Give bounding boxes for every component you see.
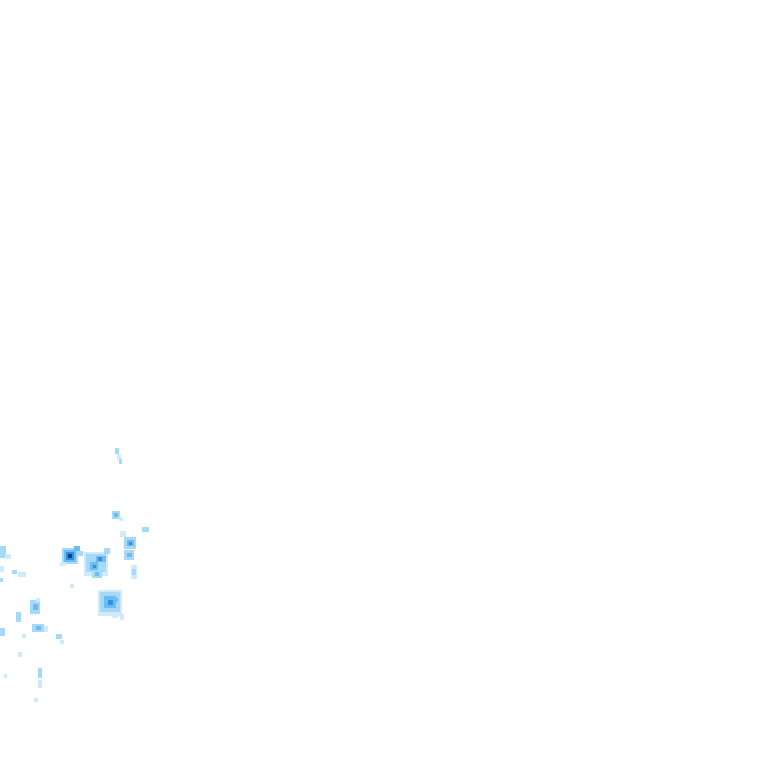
radar-echo-pixel: [112, 612, 118, 618]
echo-cluster-southern: [98, 590, 124, 620]
radar-echo-pixel: [36, 626, 41, 630]
radar-echo-pixel: [129, 542, 132, 545]
radar-echo-pixel: [44, 626, 48, 632]
radar-echo-pixel: [0, 578, 3, 582]
radar-echo-pixel: [70, 584, 74, 588]
radar-echo-pixel: [38, 668, 42, 678]
radar-echo-pixel: [104, 548, 110, 554]
echo-cluster-central: [84, 548, 110, 578]
radar-echo-pixel: [119, 459, 122, 464]
echo-cell-east: [120, 527, 149, 579]
radar-echo-pixel: [142, 527, 149, 532]
radar-echo-pixel: [119, 517, 123, 521]
radar-echo-pixel: [18, 652, 22, 657]
radar-echo-pixel: [132, 569, 136, 575]
radar-echo-pixel: [117, 454, 121, 460]
radar-echo-pixel: [60, 562, 66, 566]
radar-echo-pixel: [114, 598, 118, 602]
radar-echo-pixel: [93, 565, 96, 568]
radar-echo-pixel: [34, 698, 38, 702]
radar-echo-pixel: [60, 640, 64, 644]
radar-echo-pixel: [127, 553, 132, 557]
radar-echo-pixel: [78, 551, 83, 556]
radar-echo-pixel: [36, 598, 40, 602]
radar-echo-pixel: [95, 572, 99, 576]
radar-echo-pixel: [108, 600, 113, 605]
radar-echo-pixel: [56, 634, 62, 639]
radar-echo-pixel: [38, 680, 42, 688]
radar-echo-pixel: [98, 557, 102, 561]
echo-cell-central-strong: [60, 546, 83, 588]
radar-echo-pixel: [22, 634, 26, 638]
radar-echo-pixel: [115, 448, 119, 454]
radar-echo-pixel: [33, 604, 38, 610]
radar-echo-pixel: [74, 546, 80, 551]
radar-echo-pixel: [18, 572, 26, 577]
echo-scatter-southwest: [0, 598, 64, 702]
echo-cell-west-edge: [0, 546, 26, 582]
radar-echo-pixel: [4, 674, 7, 678]
radar-echo-pixel: [114, 513, 118, 517]
radar-echo-pixel: [0, 546, 6, 558]
radar-echo-pixel: [120, 614, 124, 620]
echo-cell-upper: [112, 511, 123, 521]
radar-echo-pixel: [120, 531, 126, 537]
radar-echo-pixel: [68, 554, 72, 558]
radar-echo-pixel: [0, 628, 5, 636]
echo-cell-north-isolated: [115, 448, 122, 464]
radar-echo-pixel: [5, 554, 11, 559]
radar-echo-pixel: [12, 570, 17, 574]
radar-echo-pixel: [0, 566, 4, 572]
radar-echo-pixel: [16, 612, 21, 622]
